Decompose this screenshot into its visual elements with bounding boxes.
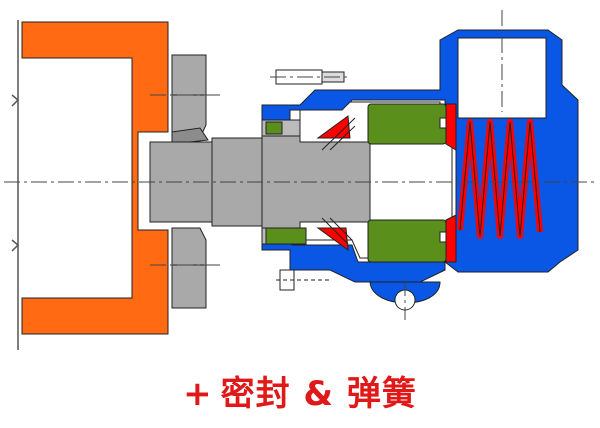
screw <box>276 269 332 291</box>
frame-wall <box>11 20 20 350</box>
return-spring-outline <box>459 121 541 237</box>
seal-ring <box>265 103 447 263</box>
caption: +密封 & 弹簧 <box>0 366 600 415</box>
hatch-lines <box>321 117 356 245</box>
motor-housing <box>21 21 169 335</box>
centerline <box>4 10 596 320</box>
seal-face <box>316 103 457 263</box>
flange-coupling <box>171 54 209 309</box>
caption-text: 密封 & 弹簧 <box>220 374 417 414</box>
caption-plus: + <box>183 374 213 414</box>
